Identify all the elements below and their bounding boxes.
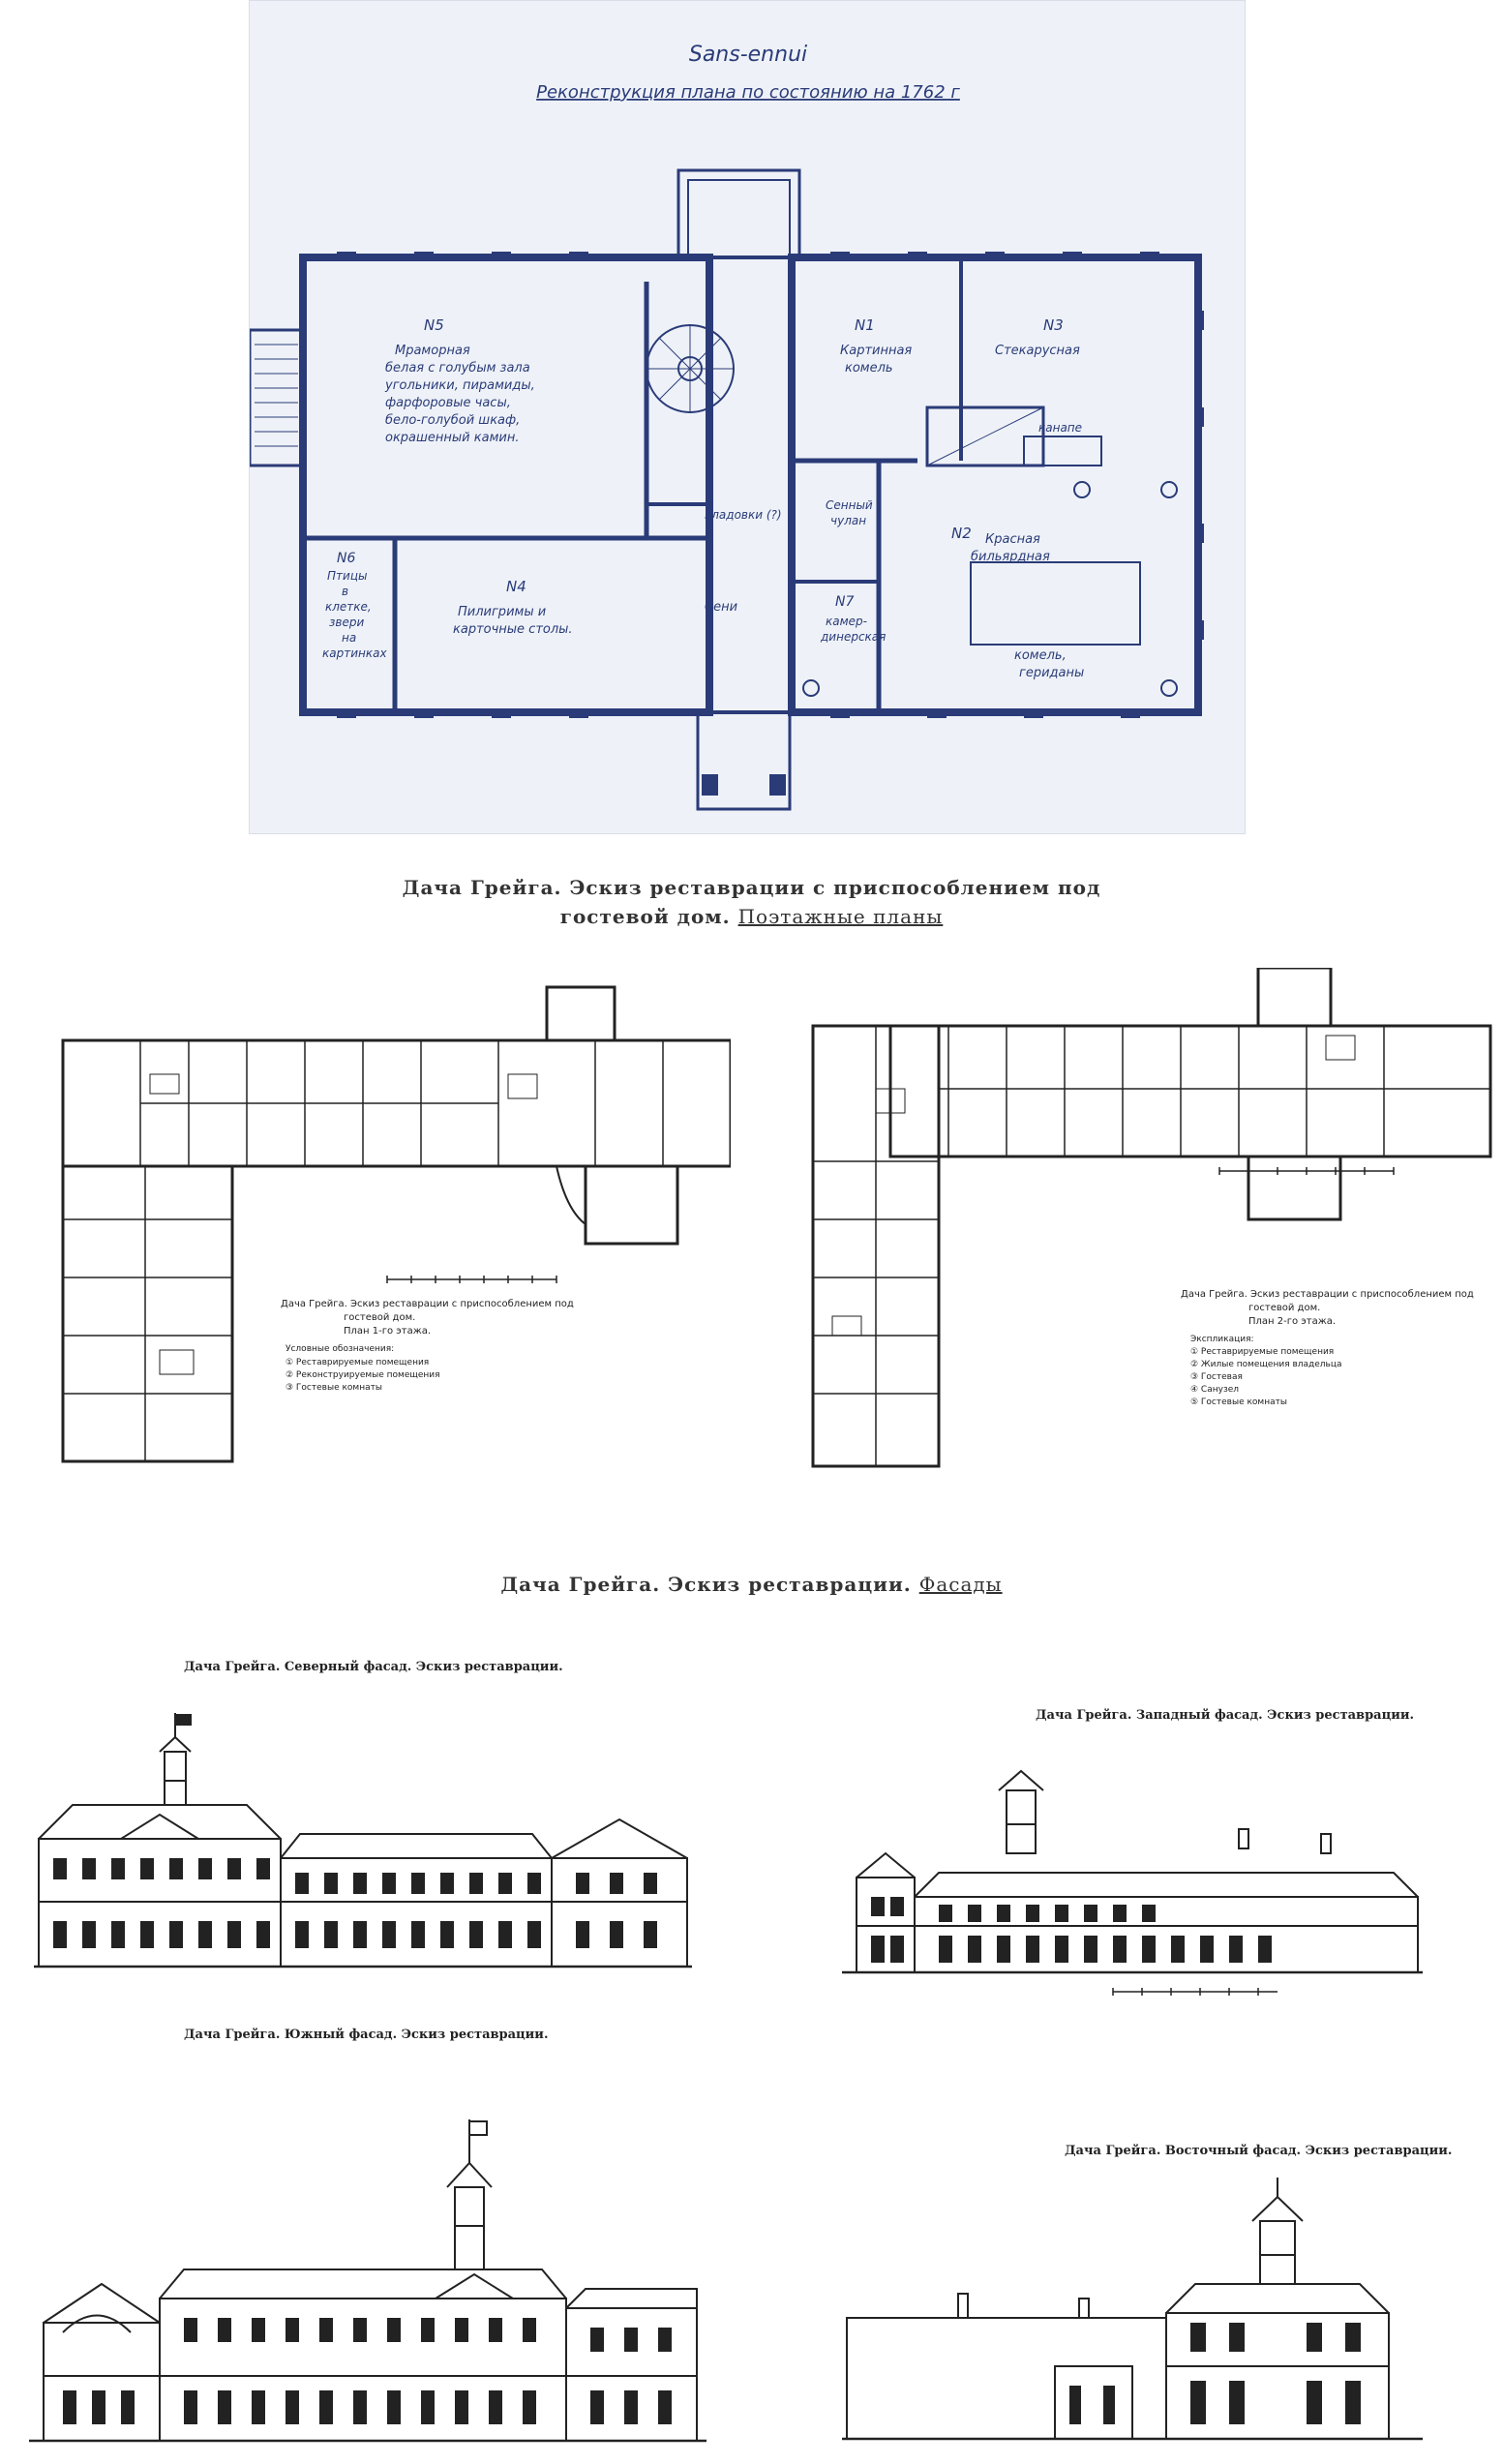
east-facade-caption: Дача Грейга. Восточный фасад. Эскиз рест… bbox=[1065, 2144, 1453, 2158]
floor1-plan-drawing: Дача Грейга. Эскиз реставрации с приспос… bbox=[61, 985, 733, 1463]
room-n6-line-6: картинках bbox=[322, 646, 387, 660]
label-komel: комель, bbox=[1014, 648, 1067, 663]
label-chulan: чулан bbox=[830, 514, 866, 527]
room-n2-line-1: Красная bbox=[985, 532, 1040, 547]
room-n2-number: N2 bbox=[951, 525, 972, 542]
north-facade-caption: Дача Грейга. Северный фасад. Эскиз реста… bbox=[184, 1660, 563, 1674]
floor2-legend-3: ③ Гостевая bbox=[1190, 1372, 1243, 1382]
south-facade-caption: Дача Грейга. Южный фасад. Эскиз реставра… bbox=[184, 2028, 549, 2042]
south-facade-panel bbox=[29, 2081, 706, 2453]
floor2-caption-line-3: План 2-го этажа. bbox=[1248, 1316, 1336, 1327]
south-facade-windows bbox=[63, 2318, 672, 2424]
right-block-walls bbox=[788, 254, 1202, 716]
historic-plan-title: Sans-ennui bbox=[689, 43, 807, 67]
room-n6-line-2: в bbox=[342, 585, 348, 598]
floor1-legend-1: ① Реставрируемые помещения bbox=[286, 1358, 429, 1367]
room-n6-line-4: звери bbox=[329, 616, 364, 629]
room-n7-number: N7 bbox=[835, 594, 854, 610]
floor-plans-heading-suffix: Поэтажные планы bbox=[737, 905, 944, 928]
room-n5-number: N5 bbox=[424, 316, 444, 334]
room-n5-line-4: фарфоровые часы, bbox=[385, 396, 511, 410]
room-n6-line-3: клетке, bbox=[325, 600, 372, 614]
north-facade-drawing bbox=[34, 1713, 692, 1968]
floor2-legend-title: Экспликация: bbox=[1190, 1335, 1254, 1344]
west-facade-panel bbox=[832, 1752, 1432, 2013]
floor2-legend-4: ④ Санузел bbox=[1190, 1385, 1239, 1395]
floor1-caption-line-1: Дача Грейга. Эскиз реставрации с приспос… bbox=[281, 1299, 574, 1309]
facades-heading: Дача Грейга. Эскиз реставрации. Фасады bbox=[0, 1573, 1503, 1596]
south-facade-drawing bbox=[29, 2119, 706, 2443]
north-facade-panel bbox=[34, 1713, 692, 1974]
north-facade-windows bbox=[53, 1858, 657, 1948]
label-kladovki: кладовки (?) bbox=[705, 508, 782, 522]
facades-heading-suffix: Фасады bbox=[918, 1573, 1003, 1596]
label-senny: Сенный bbox=[826, 498, 873, 512]
floor2-caption-line-2: гостевой дом. bbox=[1248, 1303, 1320, 1313]
label-geridony: гериданы bbox=[1019, 666, 1084, 680]
room-n1-line-1: Картинная bbox=[840, 344, 912, 358]
east-facade-drawing bbox=[842, 2178, 1423, 2441]
floor1-legend-2: ② Реконструируемые помещения bbox=[286, 1370, 440, 1380]
east-facade-windows bbox=[1069, 2323, 1361, 2424]
room-n5-line-6: окрашенный камин. bbox=[385, 431, 519, 445]
floor2-main-wing bbox=[888, 1024, 1492, 1158]
floor2-caption-line-1: Дача Грейга. Эскиз реставрации с приспос… bbox=[1181, 1289, 1474, 1300]
room-n4-number: N4 bbox=[506, 578, 526, 595]
room-n3-line-1: Стекарусная bbox=[995, 344, 1080, 358]
left-block-walls bbox=[299, 254, 713, 716]
east-facade-panel bbox=[832, 2124, 1432, 2453]
floor1-vertical-wing bbox=[61, 1164, 234, 1463]
historic-plan-panel: Sans-ennui Реконструкция плана по состоя… bbox=[248, 0, 1246, 834]
historic-plan-drawing: Sans-ennui Реконструкция плана по состоя… bbox=[248, 43, 1204, 811]
floor-plans-heading-line-2: гостевой дом. bbox=[559, 905, 731, 928]
floor2-plan-panel: Дача Грейга. Эскиз реставрации с приспос… bbox=[794, 966, 1495, 1471]
west-facade-caption: Дача Грейга. Западный фасад. Эскиз реста… bbox=[1036, 1708, 1415, 1723]
room-n4-line-1: Пилигримы и bbox=[458, 605, 546, 619]
label-kanape: канапе bbox=[1038, 421, 1082, 435]
floor1-plan-panel: Дача Грейга. Эскиз реставрации с приспос… bbox=[53, 968, 733, 1471]
room-n5-line-3: угольники, пирамиды, bbox=[384, 378, 535, 393]
room-n5-line-1: Мраморная bbox=[395, 344, 470, 358]
room-n1-line-2: комель bbox=[845, 361, 893, 376]
floor2-legend-1: ① Реставрируемые помещения bbox=[1190, 1347, 1334, 1357]
west-facade-windows bbox=[871, 1897, 1272, 1963]
room-n4-line-2: карточные столы. bbox=[453, 622, 573, 637]
floor1-caption-line-2: гостевой дом. bbox=[344, 1312, 415, 1323]
room-n5-line-2: белая с голубым зала bbox=[385, 361, 530, 376]
floor-plans-heading-line-1: Дача Грейга. Эскиз реставрации с приспос… bbox=[402, 876, 1101, 899]
room-n2-line-2: бильярдная bbox=[971, 550, 1050, 564]
historic-plan-subtitle: Реконструкция плана по состоянию на 1762… bbox=[536, 82, 960, 103]
room-n6-number: N6 bbox=[337, 551, 355, 566]
floor1-legend-title: Условные обозначения: bbox=[286, 1344, 394, 1354]
room-n6-line-1: Птицы bbox=[327, 569, 367, 583]
label-seni: Сени bbox=[705, 600, 737, 615]
floor2-plan-drawing: Дача Грейга. Эскиз реставрации с приспос… bbox=[811, 966, 1492, 1468]
room-n6-line-5: на bbox=[342, 631, 356, 645]
floor1-caption-line-3: План 1-го этажа. bbox=[344, 1326, 431, 1337]
room-n3-number: N3 bbox=[1043, 316, 1064, 334]
room-n5-line-5: бело-голубой шкаф, bbox=[385, 413, 520, 428]
floor-plans-heading: Дача Грейга. Эскиз реставрации с приспос… bbox=[0, 876, 1503, 928]
room-n7-line-1: камер- bbox=[826, 615, 867, 628]
floor2-legend-5: ⑤ Гостевые комнаты bbox=[1190, 1397, 1287, 1407]
floor1-legend-3: ③ Гостевые комнаты bbox=[286, 1383, 382, 1393]
west-facade-drawing bbox=[842, 1769, 1423, 1996]
facades-heading-prefix: Дача Грейга. Эскиз реставрации. bbox=[500, 1573, 912, 1596]
room-n7-line-2: динерская bbox=[820, 630, 886, 644]
floor2-legend-2: ② Жилые помещения владельца bbox=[1190, 1360, 1342, 1369]
room-n1-number: N1 bbox=[855, 316, 875, 334]
